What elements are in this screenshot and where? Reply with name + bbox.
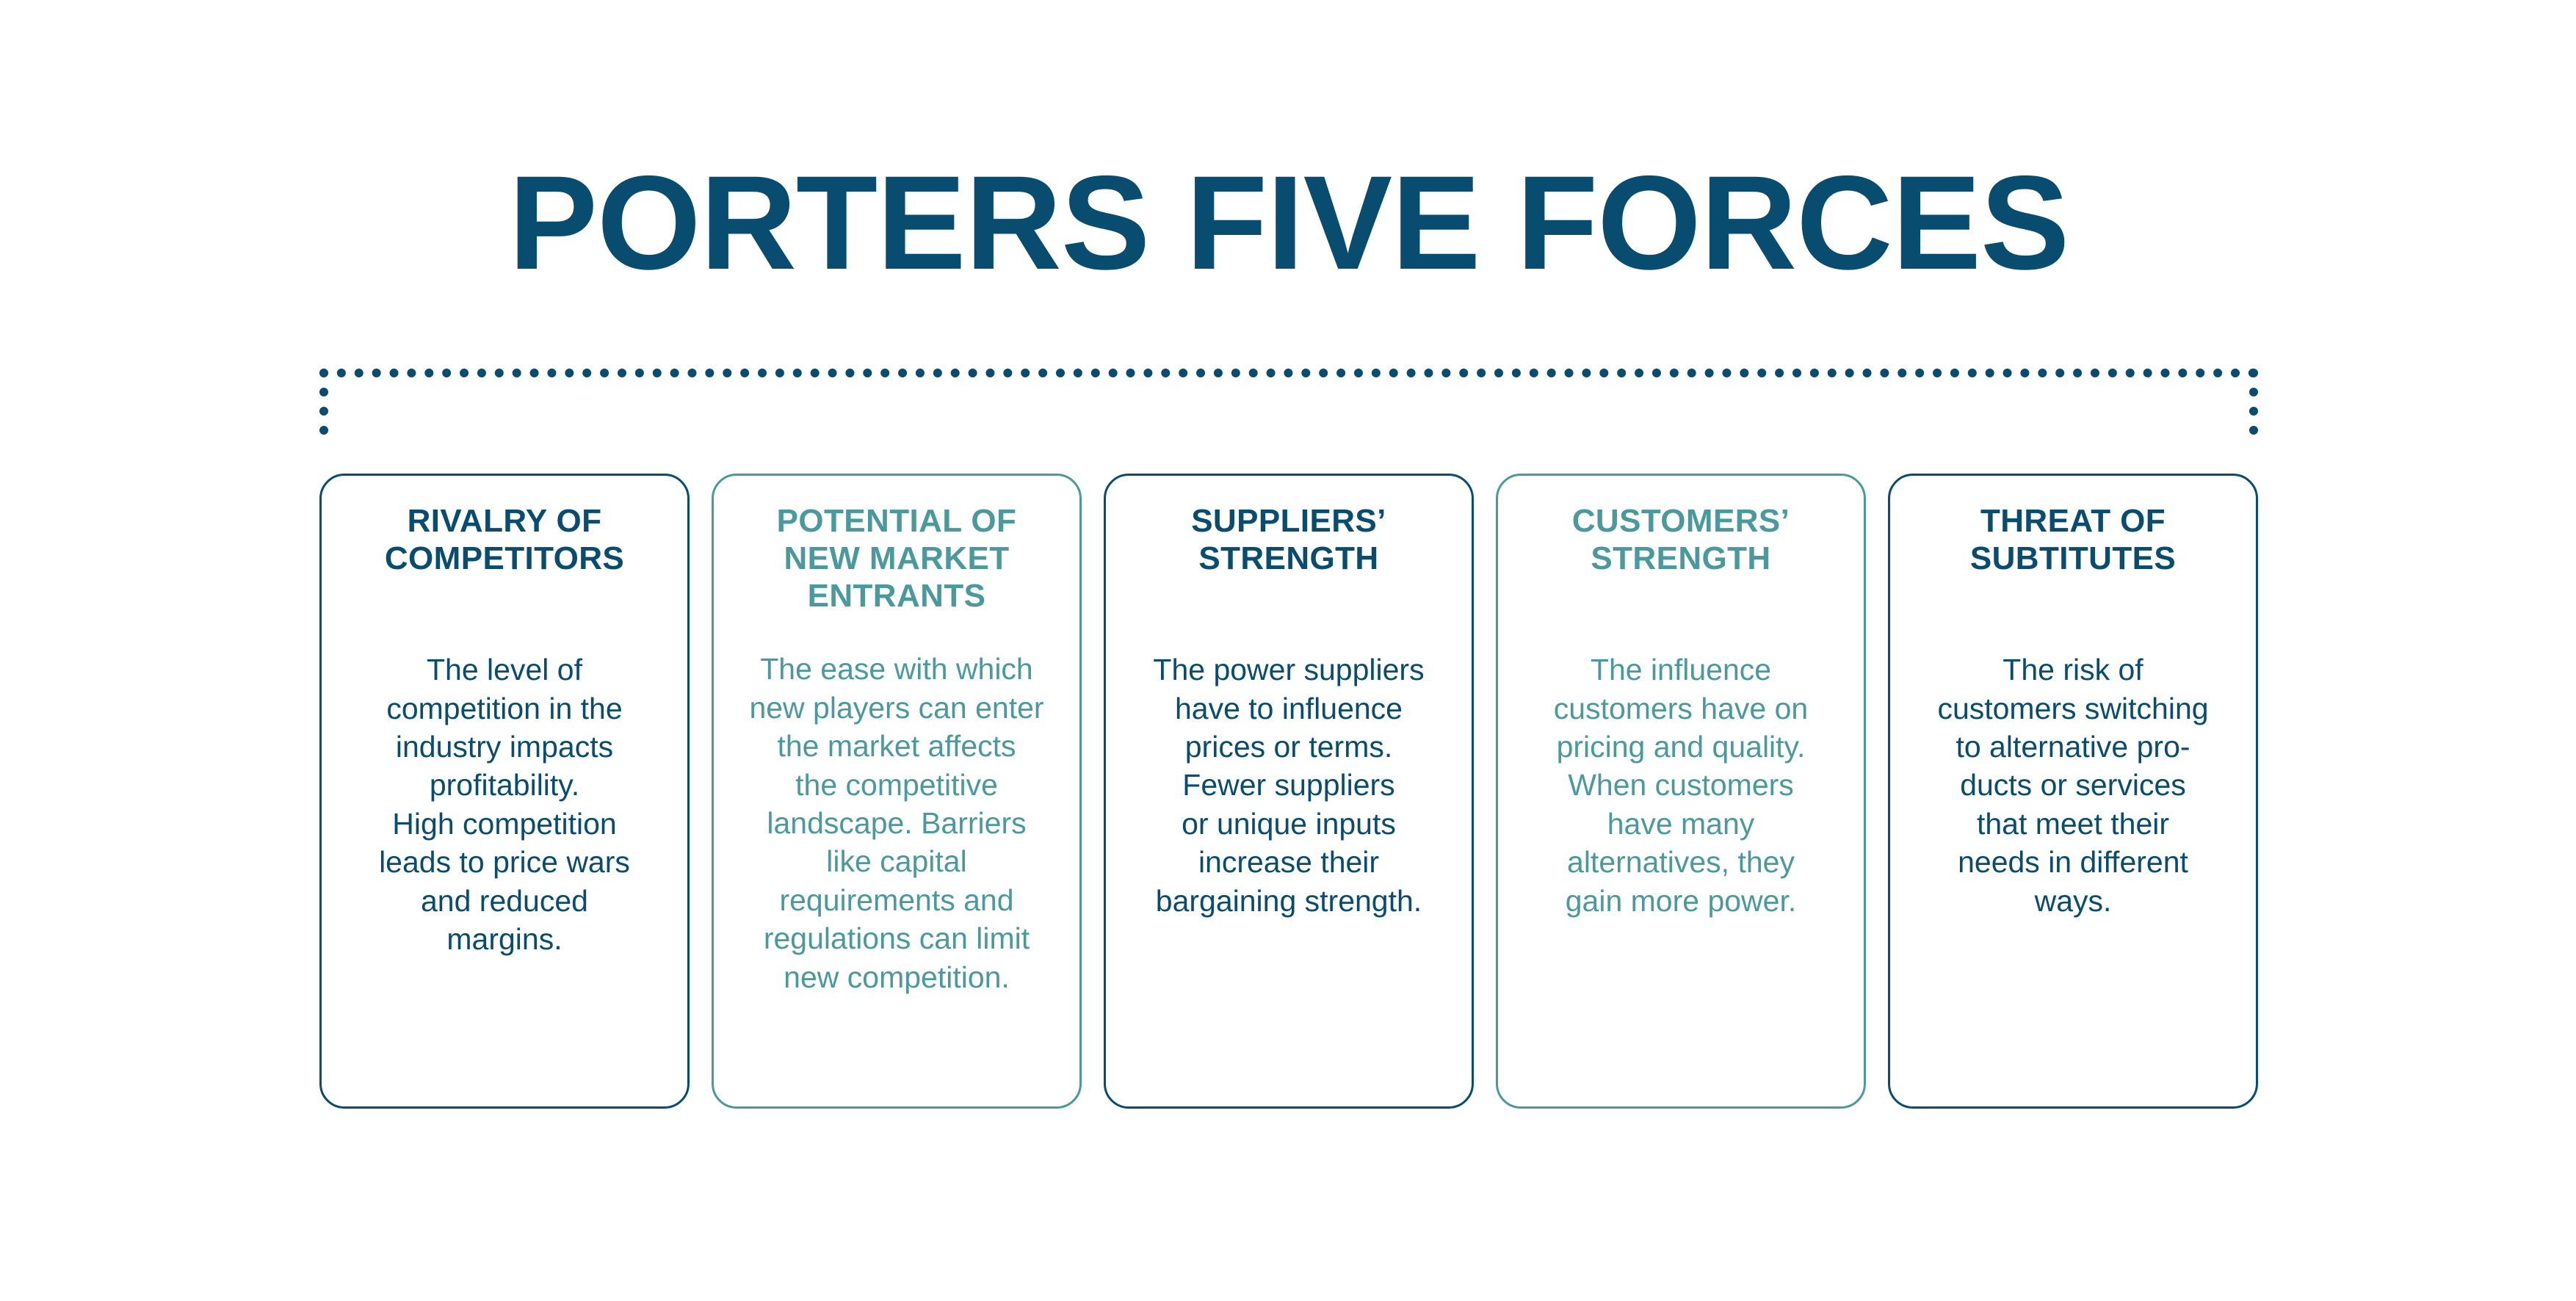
force-card-rivalry-of-competitors[interactable]: RIVALRY OF COMPETITORS The level of comp… [319, 474, 690, 1109]
force-card-description: The power suppliers have to influence pr… [1153, 653, 1425, 918]
dashed-accent-frame [319, 369, 2258, 435]
page-title: PORTERS FIVE FORCES [508, 148, 2070, 297]
force-card-threat-of-substitutes[interactable]: THREAT OF SUBTITUTES The risk of custome… [1888, 474, 2258, 1109]
force-card-description: The influence customers have on pricing … [1553, 653, 1809, 918]
force-card-heading: RIVALRY OF COMPETITORS [384, 503, 625, 577]
force-card-description: The ease with which new players can ente… [749, 652, 1044, 994]
force-card-customers-strength[interactable]: CUSTOMERS’ STRENGTH The influence custom… [1496, 474, 1866, 1109]
force-card-heading: POTENTIAL OF NEW MARKET ENTRANTS [776, 503, 1017, 615]
force-card-heading: THREAT OF SUBTITUTES [1969, 503, 2177, 577]
force-card-suppliers-strength[interactable]: SUPPLIERS’ STRENGTH The power suppliers … [1104, 474, 1474, 1109]
force-card-description: The risk of customers switching to alter… [1937, 653, 2209, 918]
force-card-heading: CUSTOMERS’ STRENGTH [1571, 503, 1790, 577]
forces-card-row: RIVALRY OF COMPETITORS The level of comp… [319, 474, 2258, 1109]
force-card-description: The level of competition in the industry… [379, 653, 630, 957]
force-card-potential-of-new-market-entrants[interactable]: POTENTIAL OF NEW MARKET ENTRANTS The eas… [712, 474, 1082, 1109]
force-card-heading: SUPPLIERS’ STRENGTH [1191, 503, 1386, 577]
